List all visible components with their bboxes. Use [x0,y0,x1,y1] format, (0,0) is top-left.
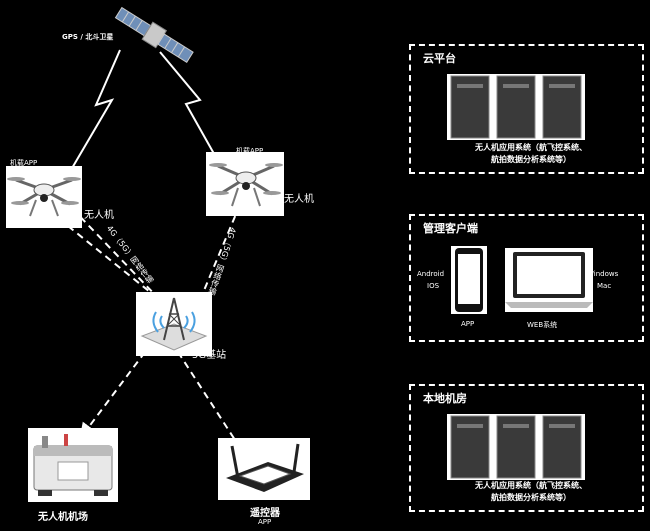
drone-left-app-label: 机载APP [10,159,38,167]
drone-right-name: 无人机 [284,194,314,205]
cloud-panel: 云平台 无人机应用系统（航飞控系统、 航拍数据分析系统等） [409,44,644,174]
satellite [108,4,204,68]
panel-title: 云平台 [423,52,456,65]
drone-right-app-label: 机载APP [236,147,264,155]
base-station-label: 5G基站 [192,350,227,361]
satellite-label: GPS / 北斗卫星 [62,33,114,41]
phone-icon [451,246,487,314]
client-panel: 管理客户端 Android IOS Windows Mac APP WEB系统 [409,214,644,342]
controller-label: 遥控器 [250,508,280,519]
cloud-caption-line1: 无人机应用系统（航飞控系统、 [475,143,587,152]
server-icon [447,414,585,480]
local-caption-line2: 航拍数据分析系统等） [491,493,571,502]
hangar-label: 无人机机场 [38,512,88,523]
satellite-link-right [159,51,223,169]
server-icon [447,74,585,140]
drone-left-to-station [67,225,161,301]
station-to-drone-right [199,191,247,301]
remote-controller-icon [226,443,304,492]
cloud-caption-line2: 航拍数据分析系统等） [491,155,571,164]
drone-icon [7,177,81,217]
local-caption-line1: 无人机应用系统（航飞控系统、 [475,481,587,490]
drone-left-name: 无人机 [84,210,114,221]
panel-title: 本地机房 [423,392,467,405]
satellite-link-left [67,49,121,176]
left-os-line1: Android [417,270,445,278]
drone-hangar-icon [33,434,113,496]
station-to-controller [177,351,251,464]
laptop-icon [505,248,593,312]
left-os-line2: IOS [427,282,440,290]
drone-left [6,166,82,228]
right-os-line2: Mac [597,282,612,290]
drone-icon [209,163,283,207]
controller [218,438,310,500]
drone-right [206,152,284,216]
satellite-icon [114,6,194,63]
base-station [136,292,212,356]
phone-caption: APP [461,320,475,328]
laptop-caption: WEB系统 [527,321,558,329]
local-panel: 本地机房 无人机应用系统（航飞控系统、 航拍数据分析系统等） [409,384,644,512]
right-os-line1: Windows [587,270,619,278]
hangar [28,428,118,502]
controller-sublabel: APP [258,518,272,526]
cell-tower-icon [140,297,208,351]
panel-title: 管理客户端 [423,222,478,235]
station-to-hangar [79,351,146,440]
